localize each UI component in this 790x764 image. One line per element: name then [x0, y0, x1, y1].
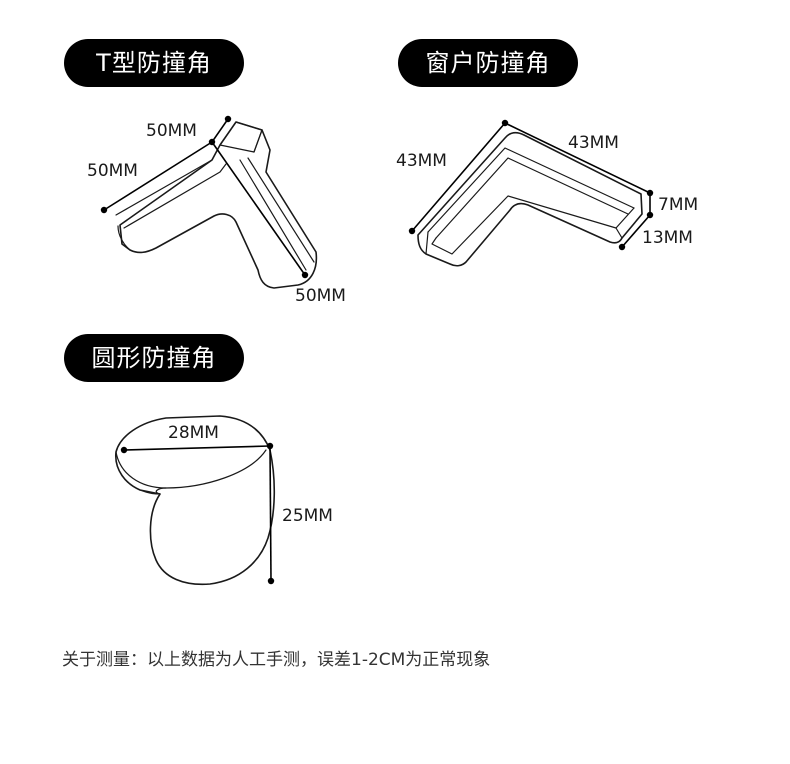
window-dim-width: 13MM: [642, 228, 693, 248]
window-dim-top: 43MM: [568, 133, 619, 153]
window-measure-lines: [408, 119, 654, 251]
t-type-dim-bottom: 50MM: [295, 286, 346, 306]
window-guard-illustration: [417, 131, 643, 267]
title-window: 窗户防撞角: [398, 39, 578, 87]
window-dim-depth: 7MM: [658, 195, 698, 215]
round-dim-diameter: 28MM: [168, 423, 219, 443]
round-guard-illustration: [115, 415, 276, 586]
measurement-note: 关于测量：以上数据为人工手测，误差1-2CM为正常现象: [62, 650, 491, 670]
title-t-type: T型防撞角: [64, 39, 244, 87]
t-type-dim-top: 50MM: [146, 121, 197, 141]
t-type-guard-illustration: [115, 121, 318, 289]
t-type-measure-lines: [100, 115, 309, 279]
round-dim-height: 25MM: [282, 506, 333, 526]
window-dim-left: 43MM: [396, 151, 447, 171]
round-measure-lines: [120, 442, 275, 585]
title-round: 圆形防撞角: [64, 334, 244, 382]
t-type-dim-left: 50MM: [87, 161, 138, 181]
